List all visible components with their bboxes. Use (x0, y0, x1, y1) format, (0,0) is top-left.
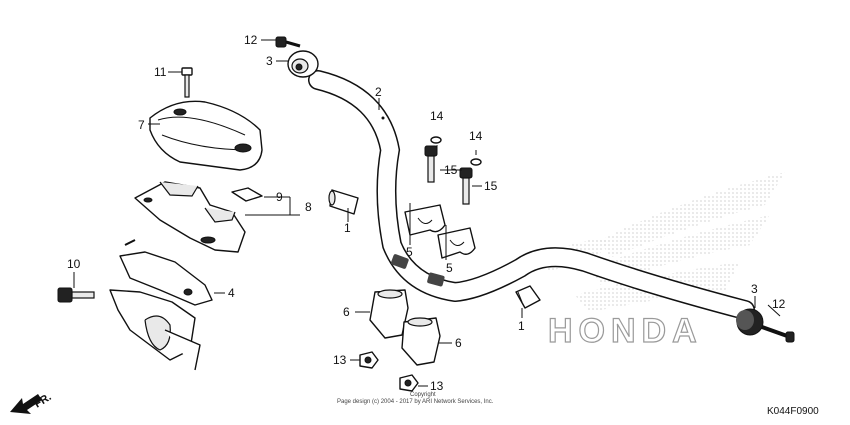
nut-part-13-right (399, 374, 419, 392)
bolt-part-11 (181, 67, 193, 98)
upper-holder-part-8 (134, 181, 246, 253)
washer-part-14-left (430, 136, 442, 144)
plate-part-9 (231, 187, 263, 202)
plug-part-1-right (515, 285, 541, 309)
nut-part-13-left (359, 351, 379, 369)
callout-9: 9 (276, 190, 283, 204)
bolt-part-15-right (459, 167, 473, 205)
callout-7: 7 (138, 118, 145, 132)
lower-holder-part-6-left (369, 289, 409, 339)
callout-labels: 12 3 11 7 2 9 8 4 10 1 14 14 15 15 5 5 6… (67, 33, 786, 393)
callout-14-left: 14 (430, 109, 444, 123)
callout-2: 2 (375, 85, 382, 99)
callout-12-left: 12 (244, 33, 258, 47)
top-cover-part-7 (149, 100, 263, 171)
callout-12-right: 12 (772, 297, 786, 311)
lower-holder-part-4 (109, 239, 213, 371)
copyright-line: Page design (c) 2004 - 2017 by ARI Netwo… (337, 399, 494, 405)
callout-10: 10 (67, 257, 81, 271)
callout-5-right: 5 (446, 261, 453, 275)
front-direction-arrow: FR. (10, 391, 54, 414)
diagram-code: K044F0900 (767, 406, 819, 417)
callout-14-right: 14 (469, 129, 483, 143)
plug-part-1-left (328, 189, 359, 215)
callout-3-left: 3 (266, 54, 273, 68)
bar-end-weight-left (287, 50, 319, 78)
callout-13-right: 13 (430, 379, 444, 393)
callout-8: 8 (305, 200, 312, 214)
upper-clamp-part-5-right (437, 227, 476, 259)
copyright-label: Copyright (410, 392, 436, 398)
bar-end-weight-right (736, 308, 764, 336)
handlebar-part-2 (308, 70, 755, 320)
leader-lines (73, 39, 781, 387)
callout-5-left: 5 (406, 245, 413, 259)
callout-15-right: 15 (484, 179, 498, 193)
upper-clamp-part-5-left (404, 204, 446, 236)
lower-holder-part-6-right (401, 317, 441, 366)
callout-1-right: 1 (518, 319, 525, 333)
screw-right-part-12 (761, 325, 795, 343)
honda-logo-text: HONDA (548, 312, 703, 350)
front-direction-label: FR. (32, 391, 53, 411)
washer-part-14-right (470, 158, 482, 166)
callout-6-left: 6 (343, 305, 350, 319)
callout-1-left: 1 (344, 221, 351, 235)
callout-15-left: 15 (444, 163, 458, 177)
bolt-part-10 (57, 287, 95, 303)
callout-4: 4 (228, 286, 235, 300)
callout-3-right: 3 (751, 282, 758, 296)
callout-6-right: 6 (455, 336, 462, 350)
callout-13-left: 13 (333, 353, 347, 367)
callout-11: 11 (154, 65, 167, 79)
screw-left-part-12 (275, 36, 301, 48)
bolt-part-15-left (424, 145, 438, 183)
